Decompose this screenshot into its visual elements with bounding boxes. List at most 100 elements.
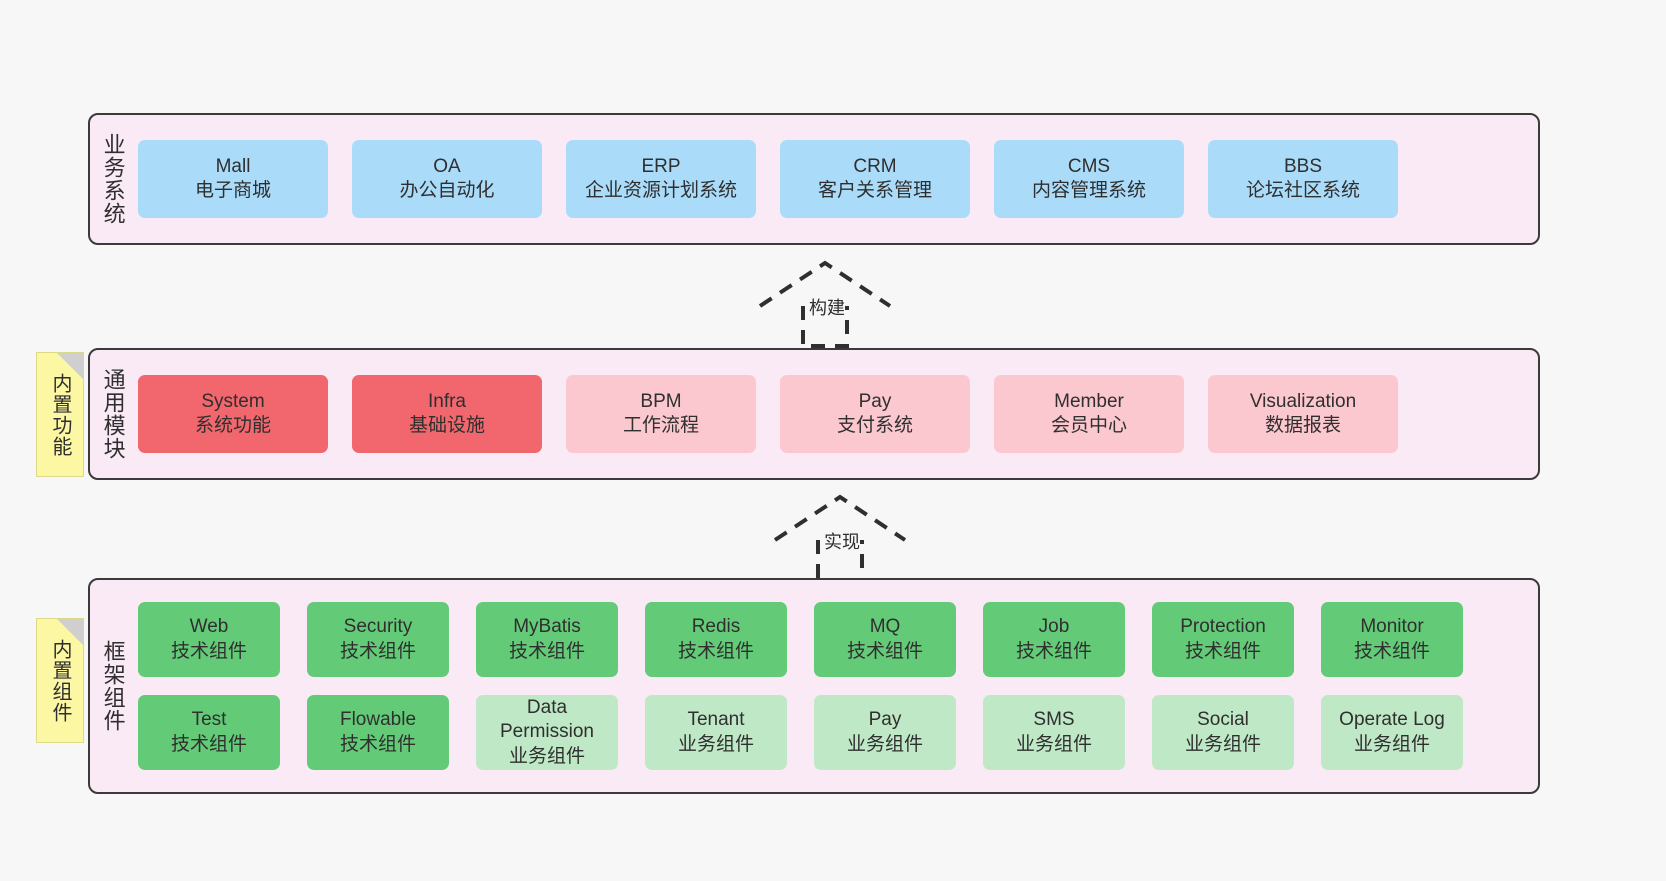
business-card-mall[interactable]: Mall 电子商城 [138, 140, 328, 218]
business-card-cms[interactable]: CMS 内容管理系统 [994, 140, 1184, 218]
card-subtitle: 会员中心 [1050, 415, 1127, 436]
build-connector-label: 构建 [809, 298, 845, 318]
card-title: System [201, 390, 265, 412]
builtin-components-note-label: 内置组件 [49, 638, 71, 723]
card-title: OA [433, 155, 461, 177]
module-card-bpm[interactable]: BPM 工作流程 [566, 375, 756, 453]
card-title: SMS [1033, 709, 1075, 731]
card-title: Web [189, 616, 229, 638]
card-title: Pay [868, 709, 902, 731]
card-title: BPM [640, 390, 682, 412]
business-card-bbs[interactable]: BBS 论坛社区系统 [1208, 140, 1398, 218]
module-card-member[interactable]: Member 会员中心 [994, 375, 1184, 453]
implement-connector-label: 实现 [824, 532, 860, 552]
card-title: Pay [858, 390, 892, 412]
card-subtitle: 技术组件 [1015, 640, 1092, 662]
build-shaft [801, 306, 849, 348]
card-title: Flowable [339, 709, 417, 731]
card-title: Protection [1180, 616, 1266, 638]
common-modules-layer-title: 通用模块 [100, 368, 126, 460]
card-subtitle: 技术组件 [508, 640, 585, 662]
card-subtitle: 技术组件 [170, 733, 247, 755]
build-connector: 构建 [755, 258, 905, 348]
card-subtitle: 技术组件 [1353, 640, 1430, 662]
framework-components-layer-title: 框架组件 [100, 640, 126, 732]
card-subtitle: 技术组件 [339, 733, 416, 755]
card-title: ERP [641, 155, 681, 177]
card-subtitle: 工作流程 [622, 415, 699, 436]
card-subtitle: 业务组件 [677, 733, 754, 755]
card-subtitle: 论坛社区系统 [1245, 180, 1360, 201]
card-title: Security [343, 616, 413, 638]
card-subtitle: 客户关系管理 [817, 180, 932, 201]
note-fold-corner [57, 619, 83, 645]
implement-arrowhead [773, 494, 907, 542]
card-subtitle: 技术组件 [1184, 640, 1261, 662]
business-card-crm[interactable]: CRM 客户关系管理 [780, 140, 970, 218]
builtin-features-note-label: 内置功能 [49, 372, 71, 457]
card-subtitle: 技术组件 [339, 640, 416, 662]
card-subtitle: 业务组件 [508, 745, 585, 767]
card-subtitle: 数据报表 [1264, 415, 1341, 436]
card-title: Mall [215, 155, 251, 177]
card-title: Member [1054, 390, 1124, 412]
card-title: Redis [691, 616, 741, 638]
card-title: Infra [427, 390, 467, 412]
card-subtitle: 基础设施 [408, 415, 485, 436]
module-card-system[interactable]: System 系统功能 [138, 375, 328, 453]
card-title: Monitor [1360, 616, 1424, 638]
module-card-infra[interactable]: Infra 基础设施 [352, 375, 542, 453]
card-subtitle: 技术组件 [170, 640, 247, 662]
card-subtitle: 业务组件 [846, 733, 923, 755]
card-title: BBS [1283, 155, 1323, 177]
card-title: Operate Log [1339, 709, 1445, 731]
business-systems-layer-title: 业务系统 [100, 133, 126, 225]
card-title: Test [191, 709, 227, 731]
builtin-features-note: 内置功能 [36, 352, 84, 477]
card-title: CMS [1067, 155, 1111, 177]
card-title: Tenant [687, 709, 745, 731]
card-subtitle: 系统功能 [194, 415, 271, 436]
note-fold-corner [57, 353, 83, 379]
card-title: MQ [869, 616, 901, 638]
card-title: Job [1038, 616, 1070, 638]
card-subtitle: 技术组件 [677, 640, 754, 662]
implement-connector: 实现 [770, 492, 920, 582]
card-subtitle: 电子商城 [194, 180, 271, 201]
build-arrowhead [758, 260, 892, 308]
card-title: MyBatis [513, 616, 581, 638]
card-subtitle: 内容管理系统 [1031, 180, 1146, 201]
card-subtitle: 业务组件 [1015, 733, 1092, 755]
card-title: Social [1197, 709, 1249, 731]
card-subtitle: 业务组件 [1184, 733, 1261, 755]
card-title: CRM [853, 155, 897, 177]
